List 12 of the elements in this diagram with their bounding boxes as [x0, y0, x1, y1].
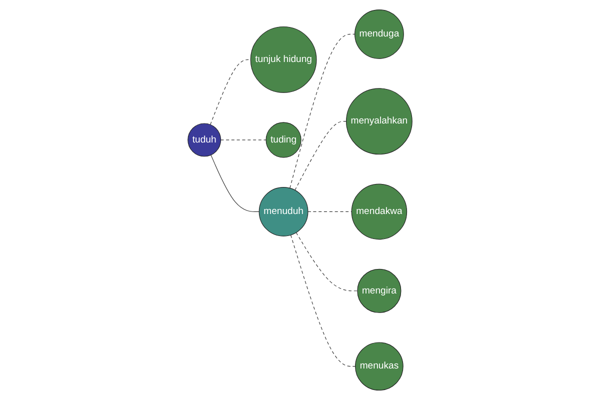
- node-circle: tuduh: [188, 123, 222, 157]
- node-circle: mendakwa: [351, 184, 408, 240]
- node-circle: menyalahkan: [346, 88, 412, 155]
- node-circle: tunjuk hidung: [250, 26, 317, 93]
- node-circle: menukas: [355, 342, 404, 391]
- node-circle: menuduh: [258, 187, 308, 236]
- node-circle: mengira: [357, 268, 402, 313]
- connector: [308, 211, 352, 212]
- node-circle: menduga: [354, 9, 404, 59]
- connector: [210, 154, 260, 212]
- connector: [290, 34, 356, 188]
- node-circle: tuding: [266, 122, 302, 158]
